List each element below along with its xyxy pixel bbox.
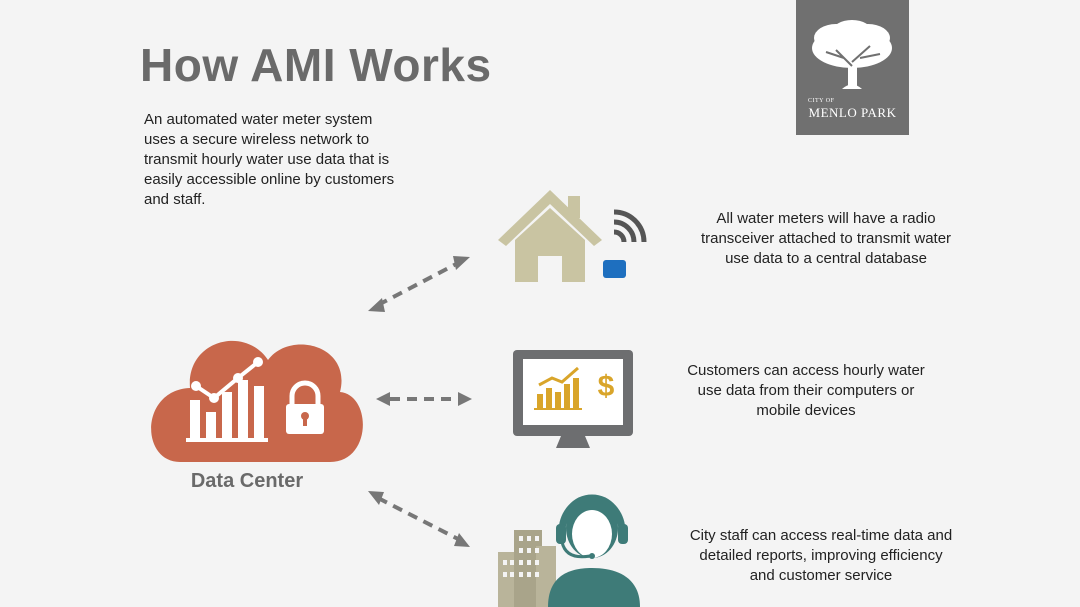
arrowhead [376, 392, 390, 406]
arrowhead [454, 533, 470, 547]
description-line: and customer service [749, 567, 893, 584]
intro-line: easily accessible online by customers [144, 171, 395, 188]
arrowhead [368, 298, 385, 312]
intro-line: transmit hourly water use data that is [144, 151, 390, 168]
description-line: mobile devices [756, 402, 856, 419]
wifi-icon [613, 209, 647, 243]
computer-monitor-icon: $ [513, 350, 633, 448]
dollar-icon: $ [598, 370, 615, 403]
description-staff: City staff can access real-time data and… [666, 526, 976, 586]
intro-line: An automated water meter system [144, 111, 373, 128]
office-buildings-icon [498, 530, 556, 607]
description-line: City staff can access real-time data and [689, 527, 953, 544]
description-customers: Customers can access hourly water use da… [656, 361, 956, 421]
arrow-to-staff [377, 496, 461, 542]
data-center-cloud-icon [151, 340, 363, 462]
oak-tree-icon [812, 20, 892, 89]
arrowhead [458, 392, 472, 406]
menlo-park-logo: CITY OF MENLO PARK [796, 0, 909, 135]
lock-icon [286, 380, 324, 434]
intro-line: and staff. [144, 191, 206, 208]
data-center-label: Data Center [190, 470, 304, 492]
arrow-to-house [377, 260, 461, 307]
logo-city-of: CITY OF [808, 98, 835, 104]
description-line: Customers can access hourly water [687, 362, 925, 379]
customer-service-staff-icon [548, 494, 640, 607]
meter-transceiver-icon [603, 260, 626, 278]
description-line: All water meters will have a radio [716, 210, 936, 227]
description-line: use data from their computers or [697, 382, 915, 399]
intro-text: An automated water meter system uses a s… [144, 110, 444, 210]
arrowhead [368, 491, 384, 505]
house-icon [498, 190, 602, 282]
description-line: transceiver attached to transmit water [700, 230, 952, 247]
description-meters: All water meters will have a radio trans… [676, 209, 976, 269]
arrowhead [453, 256, 470, 270]
intro-line: uses a secure wireless network to [144, 131, 370, 148]
description-line: detailed reports, improving efficiency [699, 547, 943, 564]
page-title: How AMI Works [140, 39, 492, 91]
logo-name: MENLO PARK [808, 105, 897, 120]
description-line: use data to a central database [725, 250, 927, 267]
